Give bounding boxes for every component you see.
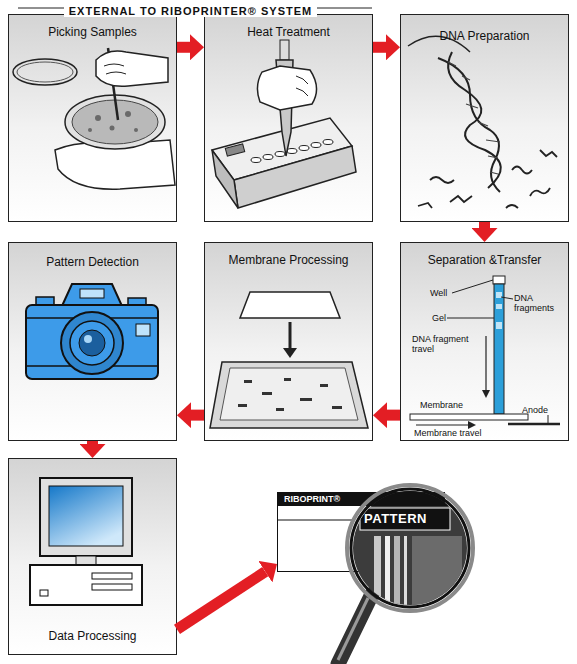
step-title: Picking Samples (9, 25, 176, 39)
flow-arrow (177, 572, 265, 630)
process-box: Heat Treatment (204, 14, 373, 222)
step-title: Heat Treatment (205, 25, 372, 39)
flow-arrow (387, 410, 400, 421)
diagram-title: EXTERNAL TO RIBOPRINTER® SYSTEM (64, 5, 317, 17)
part-label: Membrane (420, 400, 463, 410)
flow-arrow (191, 410, 204, 421)
part-label: DNA fragment travel (412, 334, 478, 354)
process-box: DNA Preparation (400, 14, 569, 222)
step-title: Membrane Processing (205, 253, 372, 267)
flow-arrow (373, 42, 386, 53)
handle-highlight (338, 598, 368, 660)
step-title: Pattern Detection (9, 255, 176, 269)
flow-arrow (177, 42, 190, 53)
flow-arrow (479, 222, 490, 228)
flow-arrow (87, 441, 98, 444)
process-box: Picking Samples (8, 14, 177, 222)
part-label: Gel (432, 313, 446, 323)
title-holder: EXTERNAL TO RIBOPRINTER® SYSTEM (8, 1, 373, 19)
step-title: Data Processing (9, 629, 176, 643)
step-title: DNA Preparation (401, 29, 568, 43)
part-label: Well (430, 288, 447, 298)
part-label: DNA fragments (514, 293, 566, 313)
process-box: Pattern Detection (8, 242, 177, 441)
part-label: Anode (522, 405, 548, 415)
step-text: PATTERN (364, 511, 427, 526)
magnifier-handle (338, 594, 372, 664)
process-box: Data Processing (8, 458, 177, 655)
part-label: Membrane travel (414, 428, 482, 438)
printout-card: RIBOPRINT® PATTERN (277, 492, 445, 572)
step-title: Separation &Transfer (401, 253, 568, 267)
step-title: RIBOPRINT® (284, 494, 340, 505)
process-box: Membrane Processing (204, 242, 373, 441)
